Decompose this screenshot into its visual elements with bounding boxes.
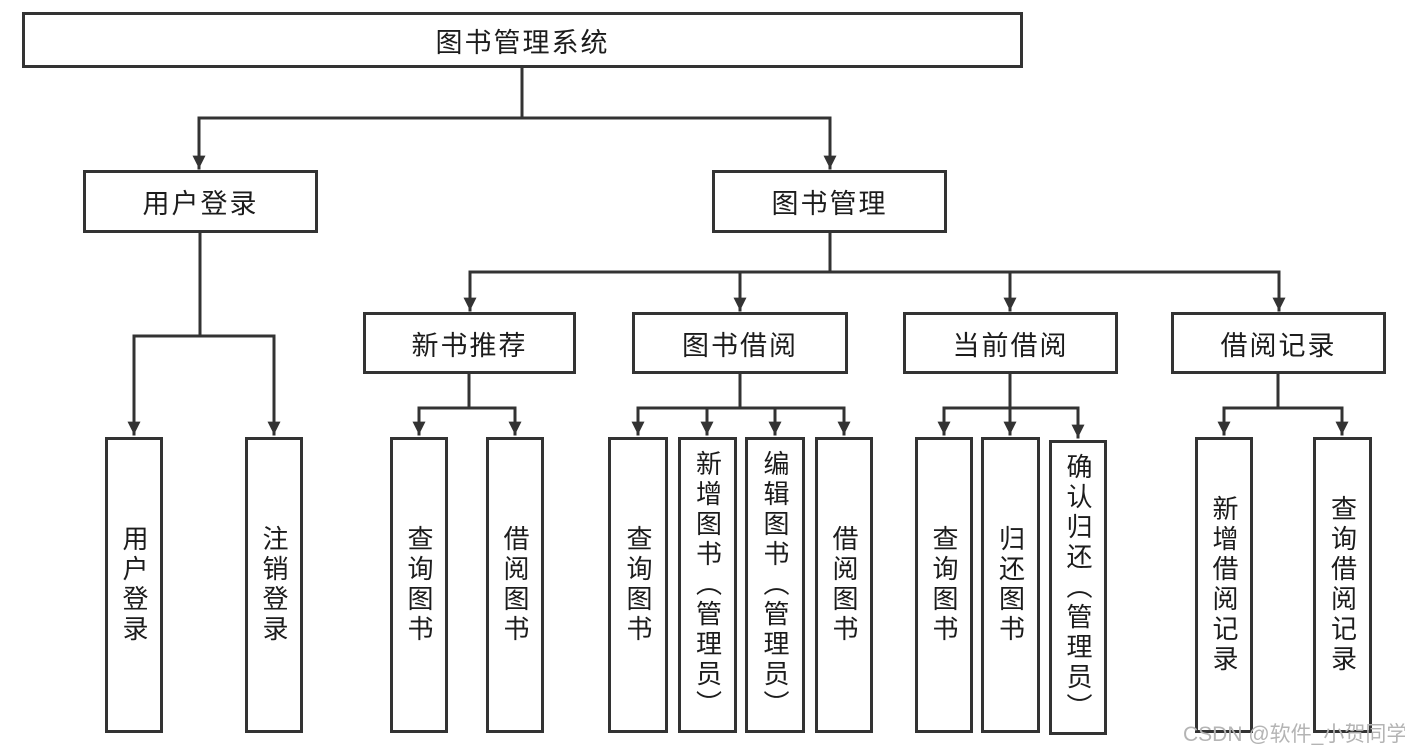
node-root: 图书管理系统 — [22, 12, 1023, 68]
node-new-book-recommendation: 新书推荐 — [363, 312, 576, 374]
leaf-confirm-return-admin: 确认归还（管理员） — [1049, 440, 1107, 735]
leaf-add-books-admin: 新增图书（管理员） — [678, 437, 737, 733]
leaf-user-login: 用户登录 — [105, 437, 163, 733]
node-current-borrowing: 当前借阅 — [903, 312, 1118, 374]
leaf-edit-books-admin: 编辑图书（管理员） — [745, 437, 805, 733]
leaf-logout: 注销登录 — [245, 437, 303, 733]
leaf-borrow-books: 借阅图书 — [815, 437, 873, 733]
node-book-borrowing: 图书借阅 — [632, 312, 848, 374]
leaf-borrow-books-recommend: 借阅图书 — [486, 437, 544, 733]
leaf-return-books: 归还图书 — [981, 437, 1040, 733]
leaf-search-books-borrowing: 查询图书 — [608, 437, 668, 733]
leaf-add-borrow-record: 新增借阅记录 — [1195, 437, 1253, 733]
leaf-search-borrow-record: 查询借阅记录 — [1313, 437, 1372, 733]
node-borrowing-records: 借阅记录 — [1171, 312, 1386, 374]
leaf-search-books-current: 查询图书 — [915, 437, 973, 733]
node-user-login: 用户登录 — [83, 170, 318, 233]
node-book-management: 图书管理 — [712, 170, 947, 233]
leaf-search-books-recommend: 查询图书 — [390, 437, 448, 733]
